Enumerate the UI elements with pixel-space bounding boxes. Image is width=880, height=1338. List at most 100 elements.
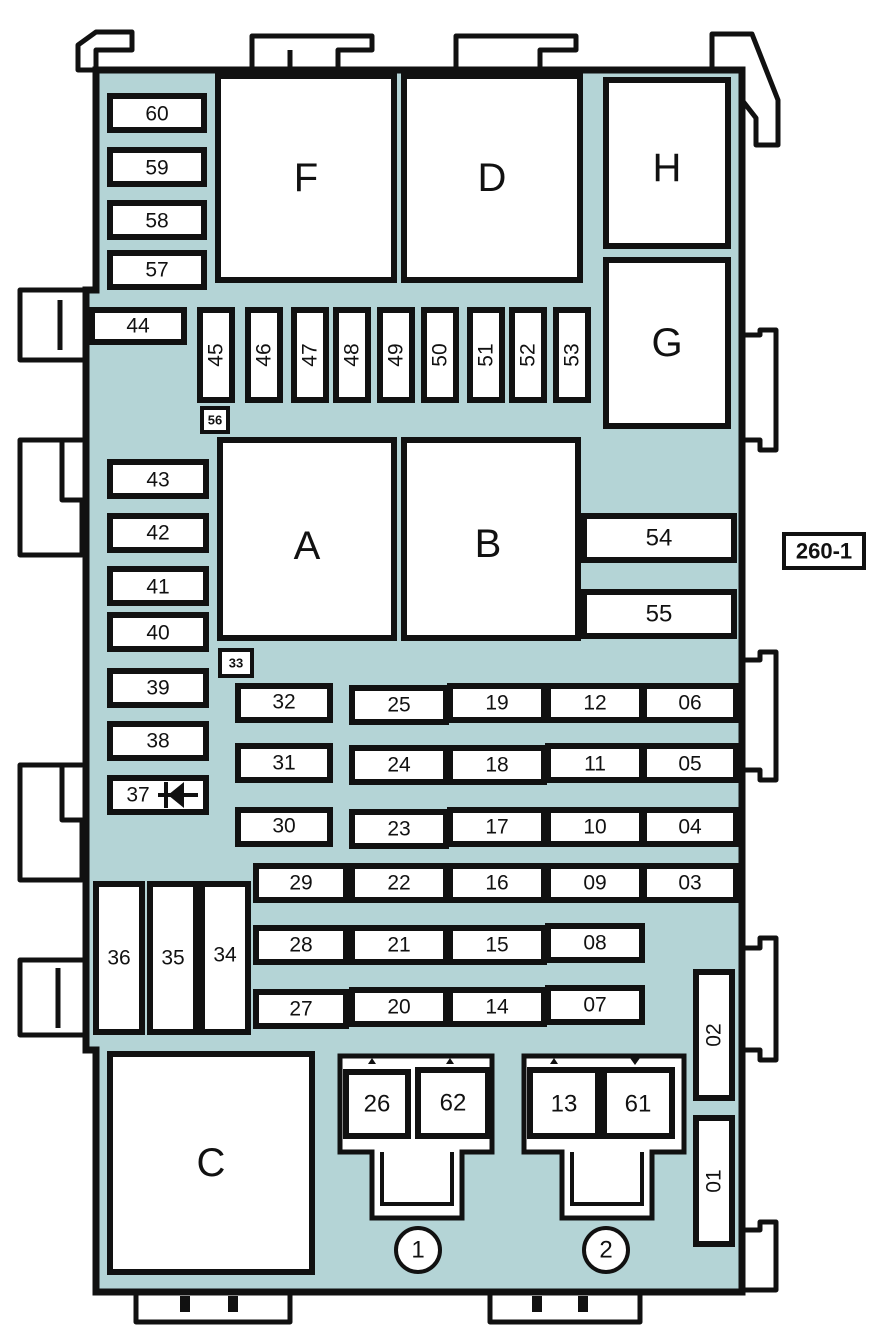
- fuse-32[interactable]: 32: [235, 683, 333, 723]
- fuse-09[interactable]: 09: [545, 863, 645, 903]
- fuse-27[interactable]: 27: [253, 989, 349, 1029]
- fuse-29[interactable]: 29: [253, 863, 349, 903]
- fuse-22[interactable]: 22: [349, 863, 449, 903]
- fuse-46[interactable]: 46: [245, 307, 283, 403]
- connector-1-label: 1: [411, 1237, 424, 1264]
- fuse-02-label: 02: [703, 1023, 726, 1046]
- fuse-53-label: 53: [561, 343, 584, 366]
- connector-2[interactable]: 13 61 2: [521, 1053, 687, 1274]
- relay-D-label: D: [478, 156, 507, 200]
- fuse-19[interactable]: 19: [447, 683, 547, 723]
- fuse-54[interactable]: 54: [581, 513, 737, 563]
- fuse-32-label: 32: [272, 691, 295, 714]
- fuse-60[interactable]: 60: [107, 93, 207, 133]
- fuse-57[interactable]: 57: [107, 250, 207, 290]
- fuse-31[interactable]: 31: [235, 743, 333, 783]
- fuse-41[interactable]: 41: [107, 566, 209, 606]
- fuse-42[interactable]: 42: [107, 513, 209, 553]
- fuse-30[interactable]: 30: [235, 807, 333, 847]
- fuse-06[interactable]: 06: [641, 683, 739, 723]
- relay-A[interactable]: A: [217, 437, 397, 641]
- fuse-56[interactable]: 56: [200, 406, 230, 434]
- fuse-15[interactable]: 15: [447, 925, 547, 965]
- fuse-11[interactable]: 11: [545, 743, 645, 783]
- fuse-56-label: 56: [208, 413, 222, 428]
- relay-D[interactable]: D: [401, 73, 583, 283]
- fuse-43[interactable]: 43: [107, 459, 209, 499]
- fuse-35-label: 35: [161, 947, 184, 970]
- relay-C[interactable]: C: [107, 1051, 315, 1275]
- fuse-07-label: 07: [583, 994, 606, 1017]
- fuse-14[interactable]: 14: [447, 987, 547, 1027]
- fuse-28[interactable]: 28: [253, 925, 349, 965]
- diagram-reference: 260-1: [782, 532, 866, 570]
- fuse-25[interactable]: 25: [349, 685, 449, 725]
- fuse-12-label: 12: [583, 692, 606, 715]
- fuse-25-label: 25: [387, 694, 410, 717]
- fuse-07[interactable]: 07: [545, 985, 645, 1025]
- fuse-52-label: 52: [517, 343, 540, 366]
- fuse-10[interactable]: 10: [545, 807, 645, 847]
- fuse-04[interactable]: 04: [641, 807, 739, 847]
- fuse-50[interactable]: 50: [421, 307, 459, 403]
- fuse-33[interactable]: 33: [218, 648, 254, 678]
- fuse-11-label: 11: [584, 753, 606, 776]
- fuse-21-label: 21: [387, 934, 410, 957]
- fuse-23[interactable]: 23: [349, 809, 449, 849]
- fuse-02[interactable]: 02: [693, 969, 735, 1101]
- fuse-36[interactable]: 36: [93, 881, 145, 1035]
- connector-1[interactable]: 26 62 1: [337, 1053, 495, 1274]
- fuse-22-label: 22: [387, 872, 410, 895]
- fuse-16[interactable]: 16: [447, 863, 547, 903]
- fuse-52[interactable]: 52: [509, 307, 547, 403]
- fuse-53[interactable]: 53: [553, 307, 591, 403]
- fuse-10-label: 10: [583, 816, 606, 839]
- fuse-55-label: 55: [646, 601, 673, 628]
- fuse-38[interactable]: 38: [107, 721, 209, 761]
- fuse-49[interactable]: 49: [377, 307, 415, 403]
- fuse-57-label: 57: [145, 259, 168, 282]
- fuse-55[interactable]: 55: [581, 589, 737, 639]
- fuse-20-label: 20: [387, 996, 410, 1019]
- fuse-59[interactable]: 59: [107, 147, 207, 187]
- fuse-20[interactable]: 20: [349, 987, 449, 1027]
- fuse-44-label: 44: [126, 315, 150, 338]
- fuse-12[interactable]: 12: [545, 683, 645, 723]
- fuse-03[interactable]: 03: [641, 863, 739, 903]
- relay-G[interactable]: G: [603, 257, 731, 429]
- relay-H-label: H: [653, 146, 682, 190]
- fuse-17[interactable]: 17: [447, 807, 547, 847]
- relay-F[interactable]: F: [215, 73, 397, 283]
- fuse-47[interactable]: 47: [291, 307, 329, 403]
- fuse-44[interactable]: 44: [89, 307, 187, 345]
- fuse-23-label: 23: [387, 818, 410, 841]
- relay-G-label: G: [651, 321, 682, 365]
- fuse-39[interactable]: 39: [107, 668, 209, 708]
- fuse-05[interactable]: 05: [641, 743, 739, 783]
- fuse-51[interactable]: 51: [467, 307, 505, 403]
- fuse-58-label: 58: [145, 210, 168, 233]
- fuse-13[interactable]: 13: [527, 1067, 601, 1139]
- fuse-24-label: 24: [387, 754, 411, 777]
- fuse-62[interactable]: 62: [415, 1067, 491, 1139]
- fuse-35[interactable]: 35: [147, 881, 199, 1035]
- fuse-45[interactable]: 45: [197, 307, 235, 403]
- fuse-47-label: 47: [299, 343, 322, 366]
- fuse-61[interactable]: 61: [601, 1067, 675, 1139]
- fuse-26[interactable]: 26: [343, 1069, 411, 1139]
- fuse-58[interactable]: 58: [107, 200, 207, 240]
- relay-H[interactable]: H: [603, 77, 731, 249]
- fuse-34[interactable]: 34: [199, 881, 251, 1035]
- fuse-60-label: 60: [145, 103, 168, 126]
- fuse-16-label: 16: [485, 872, 508, 895]
- fuse-18[interactable]: 18: [447, 745, 547, 785]
- fuse-48[interactable]: 48: [333, 307, 371, 403]
- fuse-24[interactable]: 24: [349, 745, 449, 785]
- relay-B[interactable]: B: [401, 437, 581, 641]
- diagram-reference-label: 260-1: [796, 539, 852, 564]
- fuse-08[interactable]: 08: [545, 923, 645, 963]
- fuse-40[interactable]: 40: [107, 612, 209, 652]
- fuse-01[interactable]: 01: [693, 1115, 735, 1247]
- fuse-21[interactable]: 21: [349, 925, 449, 965]
- fuse-37[interactable]: 37: [107, 775, 209, 815]
